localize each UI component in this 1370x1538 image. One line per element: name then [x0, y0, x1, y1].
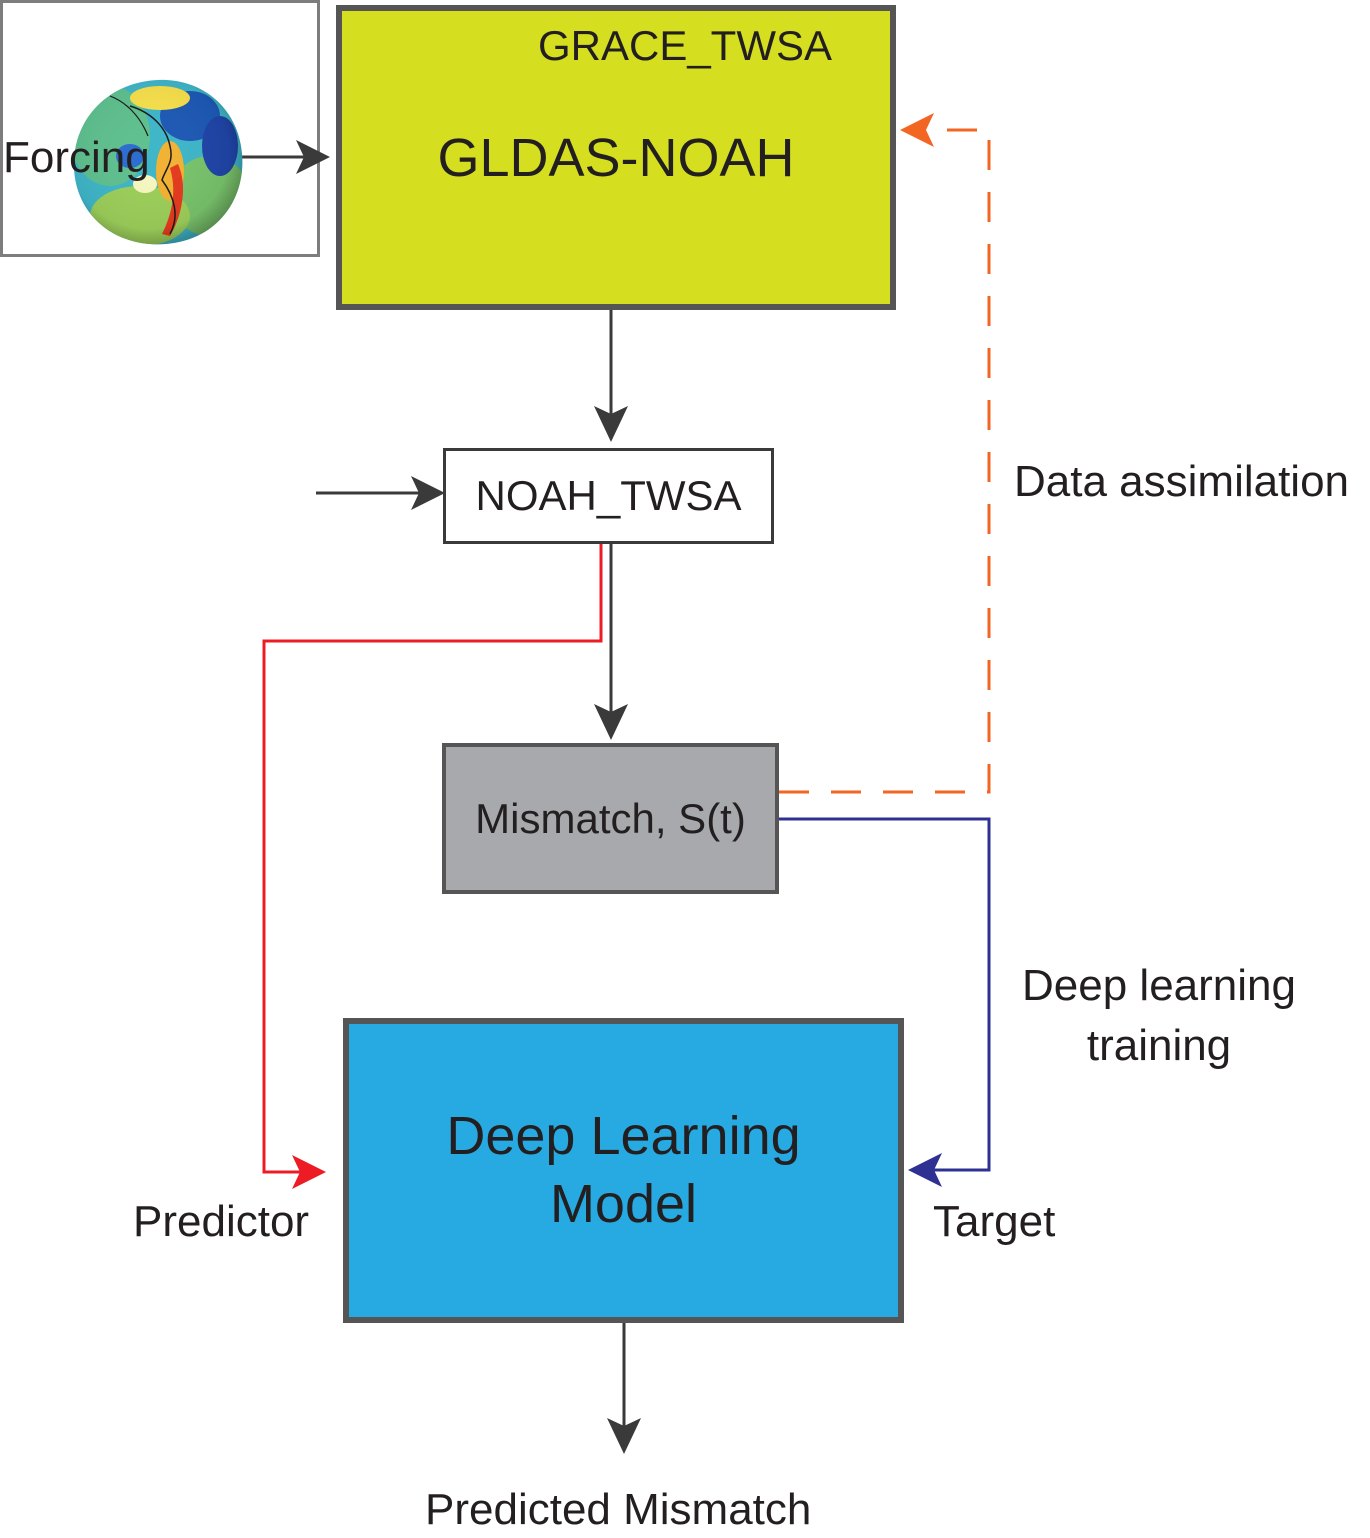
deep-learning-training-line2: training	[1086, 1020, 1232, 1070]
mismatch-label: Mismatch, S(t)	[475, 794, 746, 842]
data-assimilation-label: Data assimilation	[1014, 457, 1350, 506]
grace-to-noah-arrow	[316, 476, 445, 510]
model-output-arrow	[607, 1323, 641, 1454]
data-assimilation-path	[779, 113, 991, 794]
target-path	[779, 817, 991, 1187]
deep-learning-model-box: Deep Learning Model	[343, 1018, 904, 1323]
target-label: Target	[933, 1197, 1056, 1246]
forcing-label: Forcing	[3, 133, 150, 182]
globe-gravity-anomaly-icon	[73, 79, 243, 245]
grace-twsa-label: GRACE_TWSA	[537, 22, 833, 69]
deep-learning-model-label-line1: Deep Learning	[446, 1106, 801, 1166]
deep-learning-model-label-line2: Model	[549, 1173, 698, 1234]
noah-to-mismatch-arrow	[594, 544, 628, 740]
predictor-path	[262, 544, 603, 1189]
grace-twsa-box: GRACE_TWSA	[0, 0, 832, 257]
predicted-mismatch-label: Predicted Mismatch	[425, 1485, 812, 1534]
mismatch-box: Mismatch, S(t)	[442, 743, 779, 894]
predictor-label: Predictor	[133, 1197, 310, 1246]
noah-twsa-box: NOAH_TWSA	[443, 448, 774, 544]
noah-twsa-label: NOAH_TWSA	[475, 472, 742, 519]
deep-learning-training-label: Deep learning training	[1012, 956, 1306, 1076]
gldas-noah-label: GLDAS-NOAH	[437, 127, 795, 188]
gldas-to-noah-arrow	[594, 310, 628, 442]
gldas-noah-box: GLDAS-NOAH	[336, 5, 896, 310]
deep-learning-training-line1: Deep learning	[1022, 961, 1296, 1010]
